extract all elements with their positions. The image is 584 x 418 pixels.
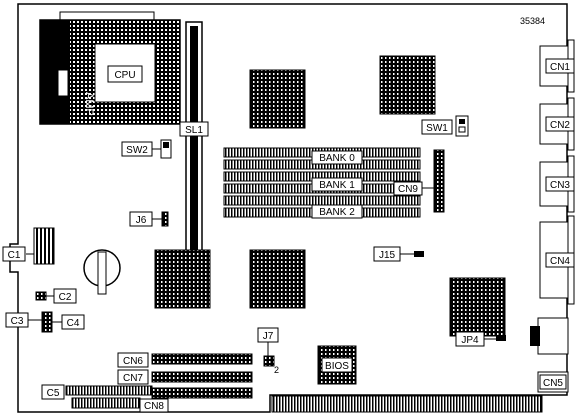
cn3-label: CN3 [545,176,575,192]
svg-text:J7: J7 [263,331,274,342]
svg-text:CN5: CN5 [543,378,563,389]
chip [154,249,211,309]
svg-text:BIOS: BIOS [325,361,349,372]
svg-text:CN1: CN1 [550,62,570,73]
cn8-header: CN8 [71,397,169,413]
jp4-label: JP4 [455,331,485,347]
svg-text:C5: C5 [47,388,60,399]
bank-1-label: BANK 1 [311,177,363,192]
c1-connector: C1 [2,227,55,265]
cn3-connector: CN3 [539,155,575,213]
c3-label: C3 [5,312,29,328]
cn4-label: CN4 [545,252,575,268]
cpu-socket: CPU AMP [39,11,181,125]
j7-label: J7 [257,327,279,343]
cn9-header: CN9 [393,149,445,213]
j15-label: J15 [373,246,401,262]
chip [249,249,306,309]
sw2-switch: SW2 [121,139,172,159]
svg-text:J6: J6 [136,215,147,226]
c5-label: C5 [41,384,65,400]
cn7-label: CN7 [117,369,149,385]
svg-text:C2: C2 [59,292,72,303]
svg-text:C1: C1 [8,250,21,261]
c2-connector: C2 [35,288,77,304]
cn7-header: CN7 [117,369,253,385]
cn2-connector: CN2 [539,97,575,151]
ps2-connector [530,317,569,355]
edge-connector [271,395,543,413]
c1-label: C1 [2,246,26,262]
svg-text:CN3: CN3 [550,180,570,191]
svg-text:BANK 2: BANK 2 [319,207,355,218]
svg-text:CN2: CN2 [550,120,570,131]
battery [83,249,121,295]
cn4-connector: CN4 [539,215,575,305]
figure-id: 35384 [520,16,545,26]
bank-0-label: BANK 0 [311,150,363,165]
c3-c4-connectors: C3 C4 [5,311,85,333]
memory-banks: BANK 0 BANK 1 BANK 2 [223,147,421,219]
bank-2-label: BANK 2 [311,204,363,219]
amp-label: AMP [83,92,95,116]
svg-text:CN6: CN6 [123,356,143,367]
j6-label: J6 [129,211,153,227]
svg-text:JP4: JP4 [461,335,479,346]
cn5-connector: CN5 [537,371,569,393]
cn9-label: CN9 [393,181,423,196]
svg-text:J15: J15 [379,250,396,261]
svg-text:SL1: SL1 [185,125,203,136]
j6-jumper: J6 [129,211,169,227]
sw2-label: SW2 [121,141,153,157]
cn6-header: CN6 [117,352,253,368]
cn1-label: CN1 [545,58,575,74]
jp4-jumper: JP4 [455,331,506,347]
svg-text:BANK 1: BANK 1 [319,180,355,191]
svg-text:SW1: SW1 [426,123,448,134]
svg-text:C4: C4 [67,318,80,329]
bios-label: BIOS [321,357,353,373]
j15-jumper: J15 [373,246,424,262]
cn8-label: CN8 [139,398,169,413]
chip [449,277,506,337]
c4-label: C4 [61,314,85,330]
cpu-label: CPU [107,65,143,83]
chip [379,55,436,115]
svg-text:CN7: CN7 [123,373,143,384]
svg-text:C3: C3 [11,316,24,327]
svg-text:CPU: CPU [114,70,135,81]
svg-text:BANK 0: BANK 0 [319,153,355,164]
cn2-label: CN2 [545,116,575,132]
sw1-label: SW1 [421,119,453,135]
chip [249,69,306,129]
j7-jumper: J7 2 [257,327,279,375]
cn5-label: CN5 [539,374,567,390]
bios-chip: BIOS [317,345,357,385]
c2-label: C2 [53,288,77,304]
svg-text:SW2: SW2 [126,145,148,156]
svg-text:CN9: CN9 [398,184,418,195]
cn1-connector: CN1 [539,39,575,93]
svg-text:CN8: CN8 [144,401,164,412]
sl1-label: SL1 [179,121,209,137]
cn6-label: CN6 [117,352,149,368]
sw1-switch: SW1 [421,115,469,137]
svg-text:CN4: CN4 [550,256,570,267]
j7-pin-label: 2 [274,365,279,375]
c5-header: C5 [41,384,253,400]
